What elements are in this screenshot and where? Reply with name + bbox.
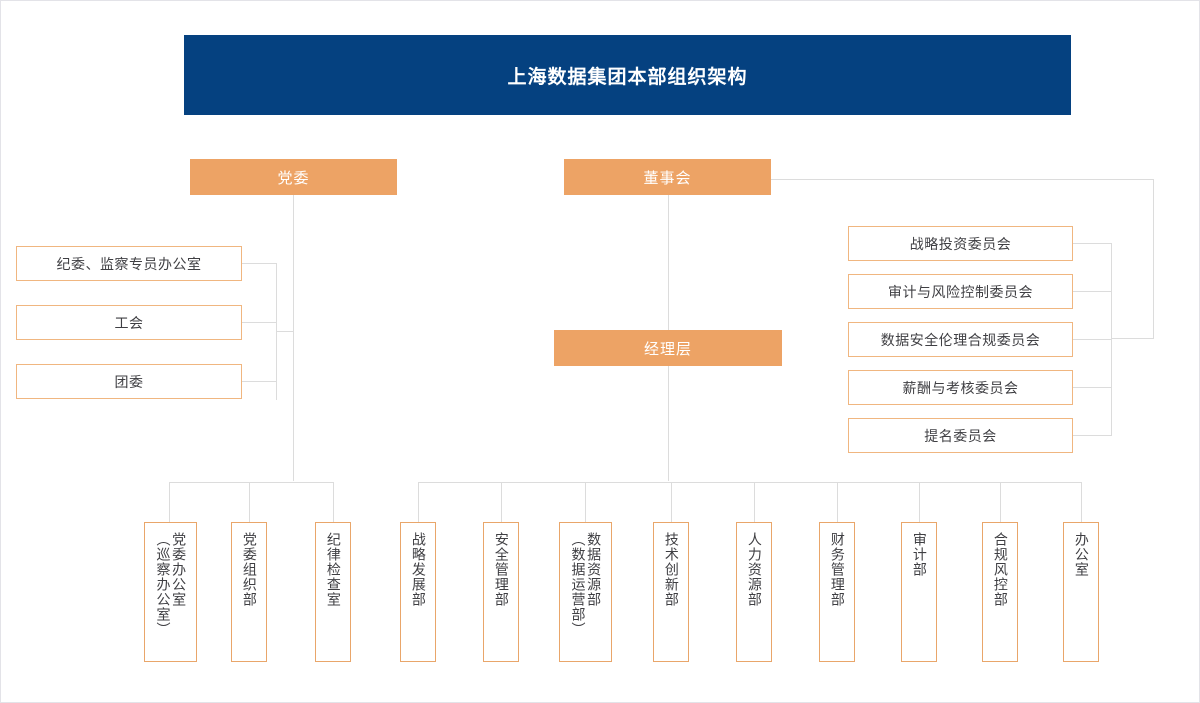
connector-mgmt-dept-5 [754, 482, 755, 523]
connector-committee-3 [1073, 339, 1112, 340]
node-board-of-directors[interactable]: 董事会 [564, 159, 771, 195]
dept-human-resources[interactable]: 人力资源部 [736, 522, 772, 662]
connector-board-committees-join [1111, 338, 1154, 339]
connector-committee-4 [1073, 387, 1112, 388]
dept-sub-label: （巡察办公室） [155, 532, 172, 637]
box-label: 团委 [114, 373, 144, 390]
dept-sub-label: （数据运营部） [570, 532, 587, 637]
connector-mgmt-dept-1 [418, 482, 419, 523]
box-labor-union[interactable]: 工会 [16, 305, 242, 340]
connector-mgmt-dept-7 [919, 482, 920, 523]
dept-audit[interactable]: 审计部 [901, 522, 937, 662]
box-strategy-investment-committee[interactable]: 战略投资委员会 [848, 226, 1073, 261]
dept-main-label: 办公室 [1073, 532, 1090, 577]
dept-general-office[interactable]: 办公室 [1063, 522, 1099, 662]
box-label: 提名委员会 [924, 427, 997, 444]
connector-mgmt-dept-9 [1081, 482, 1082, 523]
dept-main-label: 财务管理部 [829, 532, 846, 607]
chart-title-banner: 上海数据集团本部组织架构 [184, 35, 1071, 115]
box-label: 工会 [114, 314, 144, 331]
dept-strategy-development[interactable]: 战略发展部 [400, 522, 436, 662]
box-discipline-inspection-office[interactable]: 纪委、监察专员办公室 [16, 246, 242, 281]
box-nomination-committee[interactable]: 提名委员会 [848, 418, 1073, 453]
dept-main-label: 人力资源部 [746, 532, 763, 607]
connector-office-2 [242, 322, 277, 323]
node-management[interactable]: 经理层 [554, 330, 782, 366]
dept-party-organization[interactable]: 党委组织部 [231, 522, 267, 662]
connector-party-dept-2 [249, 482, 250, 523]
connector-party-dept-bar [169, 482, 334, 483]
connector-office-3 [242, 381, 277, 382]
dept-main-label: 党委组织部 [241, 532, 258, 607]
connector-committee-1 [1073, 243, 1112, 244]
connector-mgmt-dept-8 [1000, 482, 1001, 523]
connector-office-1 [242, 263, 277, 264]
box-label: 战略投资委员会 [909, 235, 1012, 252]
connector-mgmt-dept-4 [671, 482, 672, 523]
box-label: 薪酬与考核委员会 [902, 379, 1019, 396]
connector-mgmt-dept-bar [418, 482, 1081, 483]
connector-party-spine [293, 195, 294, 481]
connector-mgmt-dept-6 [837, 482, 838, 523]
node-management-label: 经理层 [643, 340, 692, 358]
box-label: 数据安全伦理合规委员会 [880, 331, 1041, 348]
connector-party-offices-spine [276, 263, 277, 400]
box-audit-risk-committee[interactable]: 审计与风险控制委员会 [848, 274, 1073, 309]
box-label: 审计与风险控制委员会 [888, 283, 1033, 300]
box-youth-league[interactable]: 团委 [16, 364, 242, 399]
dept-party-committee-office[interactable]: 党委办公室 （巡察办公室） [144, 522, 197, 662]
connector-committee-5 [1073, 435, 1112, 436]
dept-main-label: 合规风控部 [992, 532, 1009, 607]
node-party-committee-label: 党委 [277, 169, 310, 187]
connector-party-offices-branch [276, 331, 294, 332]
box-data-security-ethics-committee[interactable]: 数据安全伦理合规委员会 [848, 322, 1073, 357]
dept-discipline-inspection-room[interactable]: 纪律检查室 [315, 522, 351, 662]
dept-safety-management[interactable]: 安全管理部 [483, 522, 519, 662]
page-title: 上海数据集团本部组织架构 [507, 66, 748, 88]
connector-management-spine [668, 366, 669, 481]
connector-committee-2 [1073, 291, 1112, 292]
box-label: 纪委、监察专员办公室 [56, 255, 202, 272]
connector-board-committees-right [1153, 179, 1154, 338]
node-party-committee[interactable]: 党委 [190, 159, 397, 195]
dept-technology-innovation[interactable]: 技术创新部 [653, 522, 689, 662]
connector-mgmt-dept-3 [585, 482, 586, 523]
connector-party-dept-1 [169, 482, 170, 523]
dept-main-label: 技术创新部 [663, 532, 680, 607]
dept-main-label: 审计部 [911, 532, 928, 577]
dept-main-label: 战略发展部 [410, 532, 427, 607]
connector-board-to-management [668, 195, 669, 332]
dept-main-label: 党委办公室 [171, 532, 188, 607]
box-compensation-appraisal-committee[interactable]: 薪酬与考核委员会 [848, 370, 1073, 405]
connector-board-committees-top [771, 179, 1154, 180]
connector-party-dept-3 [333, 482, 334, 523]
dept-compliance-risk-control[interactable]: 合规风控部 [982, 522, 1018, 662]
connector-mgmt-dept-2 [501, 482, 502, 523]
node-board-of-directors-label: 董事会 [643, 169, 692, 187]
dept-data-resources[interactable]: 数据资源部 （数据运营部） [559, 522, 612, 662]
dept-main-label: 安全管理部 [493, 532, 510, 607]
dept-main-label: 纪律检查室 [325, 532, 342, 607]
dept-financial-management[interactable]: 财务管理部 [819, 522, 855, 662]
dept-main-label: 数据资源部 [586, 532, 603, 607]
